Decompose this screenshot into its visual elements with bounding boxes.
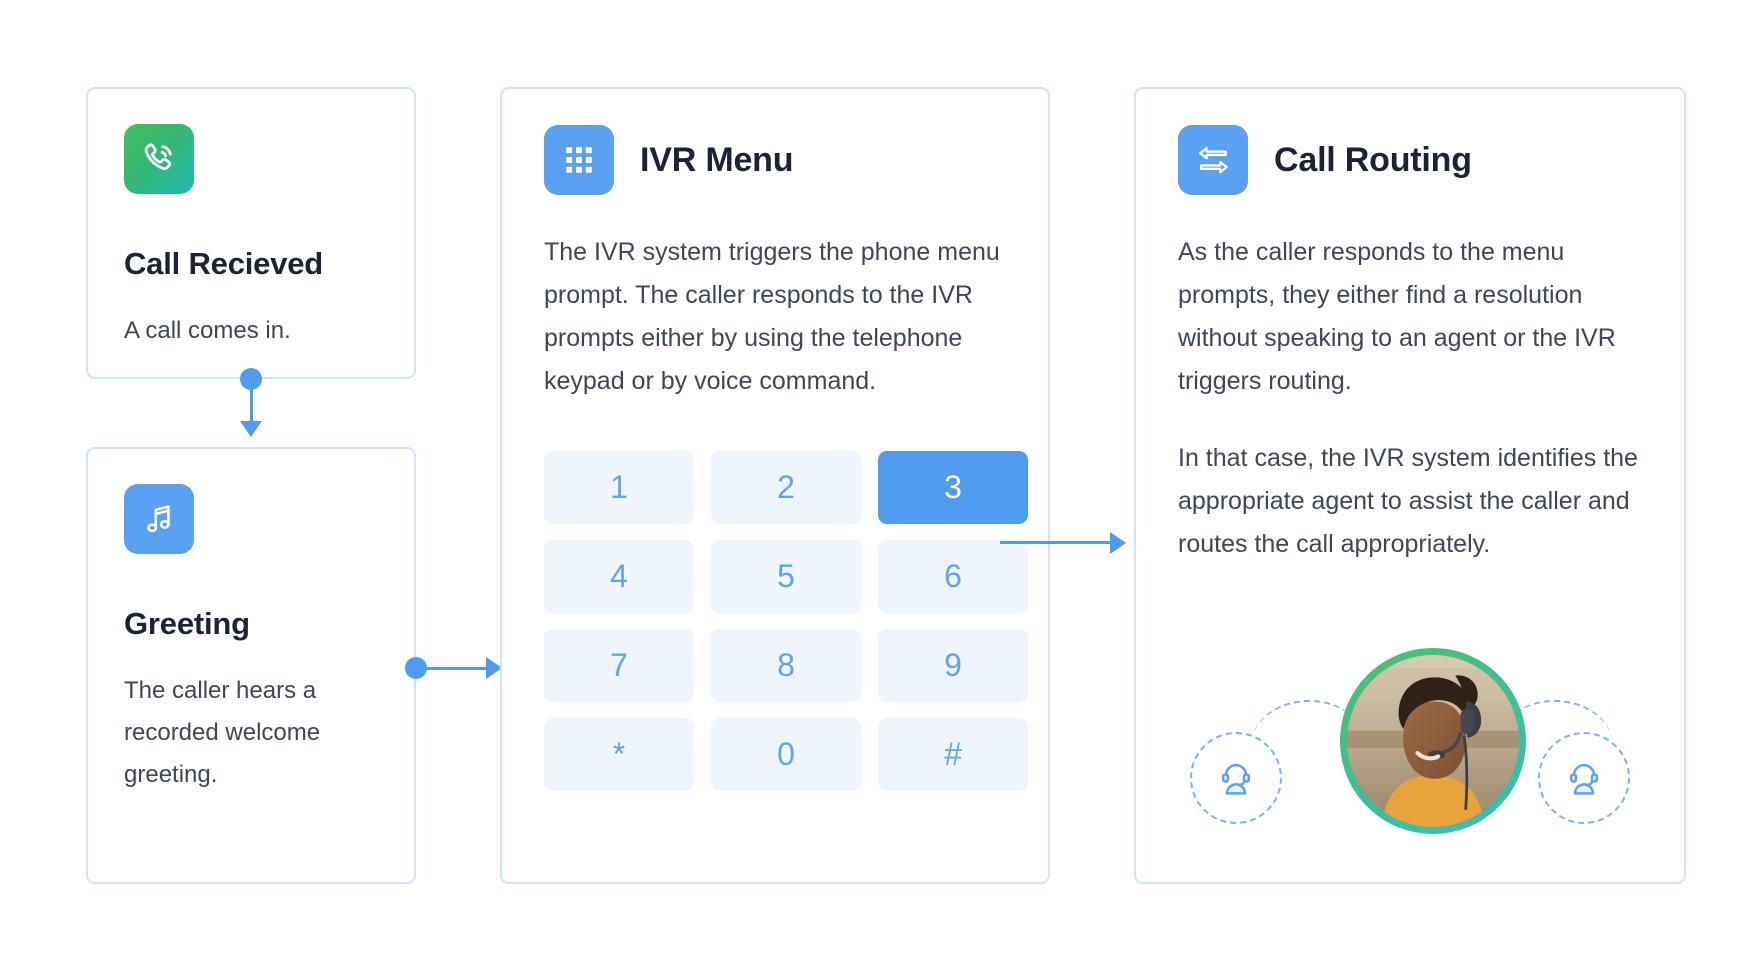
card-call-received: Call Recieved A call comes in. <box>86 87 416 379</box>
keypad-key-star[interactable]: * <box>544 718 694 791</box>
connector-line-keypad-to-routing <box>1000 541 1112 544</box>
card-header: Call Routing <box>1178 125 1642 195</box>
connector-line-vertical <box>249 379 253 421</box>
card-body-paragraph-2: In that case, the IVR system identifies … <box>1178 444 1638 558</box>
card-body: The caller hears a recorded welcome gree… <box>124 677 321 788</box>
agent-routing-cluster <box>1190 648 1630 884</box>
keypad-key-1[interactable]: 1 <box>544 451 694 524</box>
dialpad-grid-icon <box>544 125 614 195</box>
agent-photo-illustration <box>1347 655 1519 827</box>
connector-line-horizontal <box>416 666 488 670</box>
satellite-agent-right[interactable] <box>1538 732 1630 824</box>
card-title: IVR Menu <box>640 140 794 179</box>
keypad-key-3[interactable]: 3 <box>878 451 1028 524</box>
card-header: IVR Menu <box>544 125 1006 195</box>
ivr-keypad[interactable]: 1 2 3 4 5 6 7 8 9 * 0 # <box>544 451 1028 791</box>
keypad-key-4[interactable]: 4 <box>544 540 694 613</box>
card-title: Greeting <box>124 606 250 641</box>
card-greeting: Greeting The caller hears a recorded wel… <box>86 447 416 884</box>
keypad-key-6[interactable]: 6 <box>878 540 1028 613</box>
agent-photo-ring <box>1340 648 1526 834</box>
keypad-key-0[interactable]: 0 <box>711 718 861 791</box>
music-notes-icon <box>124 484 194 554</box>
two-way-arrows-icon <box>1178 125 1248 195</box>
connector-arrow-down <box>240 421 262 437</box>
keypad-key-5[interactable]: 5 <box>711 540 861 613</box>
connector-arrow-keypad-to-routing <box>1110 531 1126 554</box>
card-body-paragraph-1: As the caller responds to the menu promp… <box>1178 238 1616 395</box>
keypad-key-7[interactable]: 7 <box>544 629 694 702</box>
card-body: The IVR system triggers the phone menu p… <box>544 238 1000 395</box>
keypad-key-9[interactable]: 9 <box>878 629 1028 702</box>
card-ivr-menu: IVR Menu The IVR system triggers the pho… <box>500 87 1050 884</box>
card-title: Call Recieved <box>124 246 324 281</box>
keypad-key-8[interactable]: 8 <box>711 629 861 702</box>
card-body: A call comes in. <box>124 317 291 344</box>
connector-arrow-right <box>486 657 502 679</box>
keypad-key-hash[interactable]: # <box>878 718 1028 791</box>
phone-call-icon <box>124 124 194 194</box>
satellite-agent-left[interactable] <box>1190 732 1282 824</box>
agent-photo <box>1347 655 1519 827</box>
keypad-key-2[interactable]: 2 <box>711 451 861 524</box>
card-title: Call Routing <box>1274 140 1472 179</box>
